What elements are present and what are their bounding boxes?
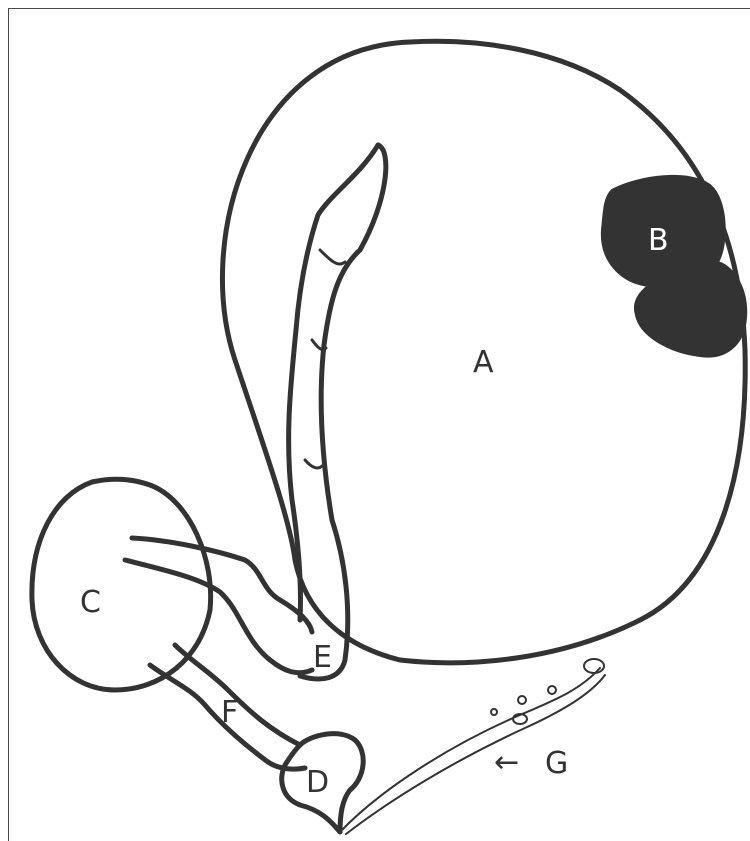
label-c: C bbox=[80, 585, 101, 620]
label-e: E bbox=[313, 640, 332, 675]
sac-c-outline bbox=[32, 479, 211, 690]
label-b: B bbox=[648, 223, 669, 258]
vessel-g-bulb bbox=[584, 659, 604, 673]
label-f: F bbox=[221, 695, 238, 730]
vessel-g-node-2 bbox=[518, 696, 526, 704]
mass-b bbox=[602, 176, 746, 357]
label-g: G bbox=[545, 746, 568, 781]
tube-e-inner bbox=[289, 145, 378, 620]
tube-e-fold-3 bbox=[305, 460, 322, 468]
tube-e-fold-1 bbox=[320, 250, 345, 264]
label-d: D bbox=[306, 765, 329, 800]
duct-c-e-lower bbox=[125, 560, 312, 673]
vessel-g-node-4 bbox=[491, 709, 497, 715]
arrow-icon: ← bbox=[494, 745, 519, 780]
label-a: A bbox=[473, 345, 494, 380]
duct-c-e-upper bbox=[132, 538, 312, 632]
vessel-g-node-1 bbox=[548, 686, 556, 694]
